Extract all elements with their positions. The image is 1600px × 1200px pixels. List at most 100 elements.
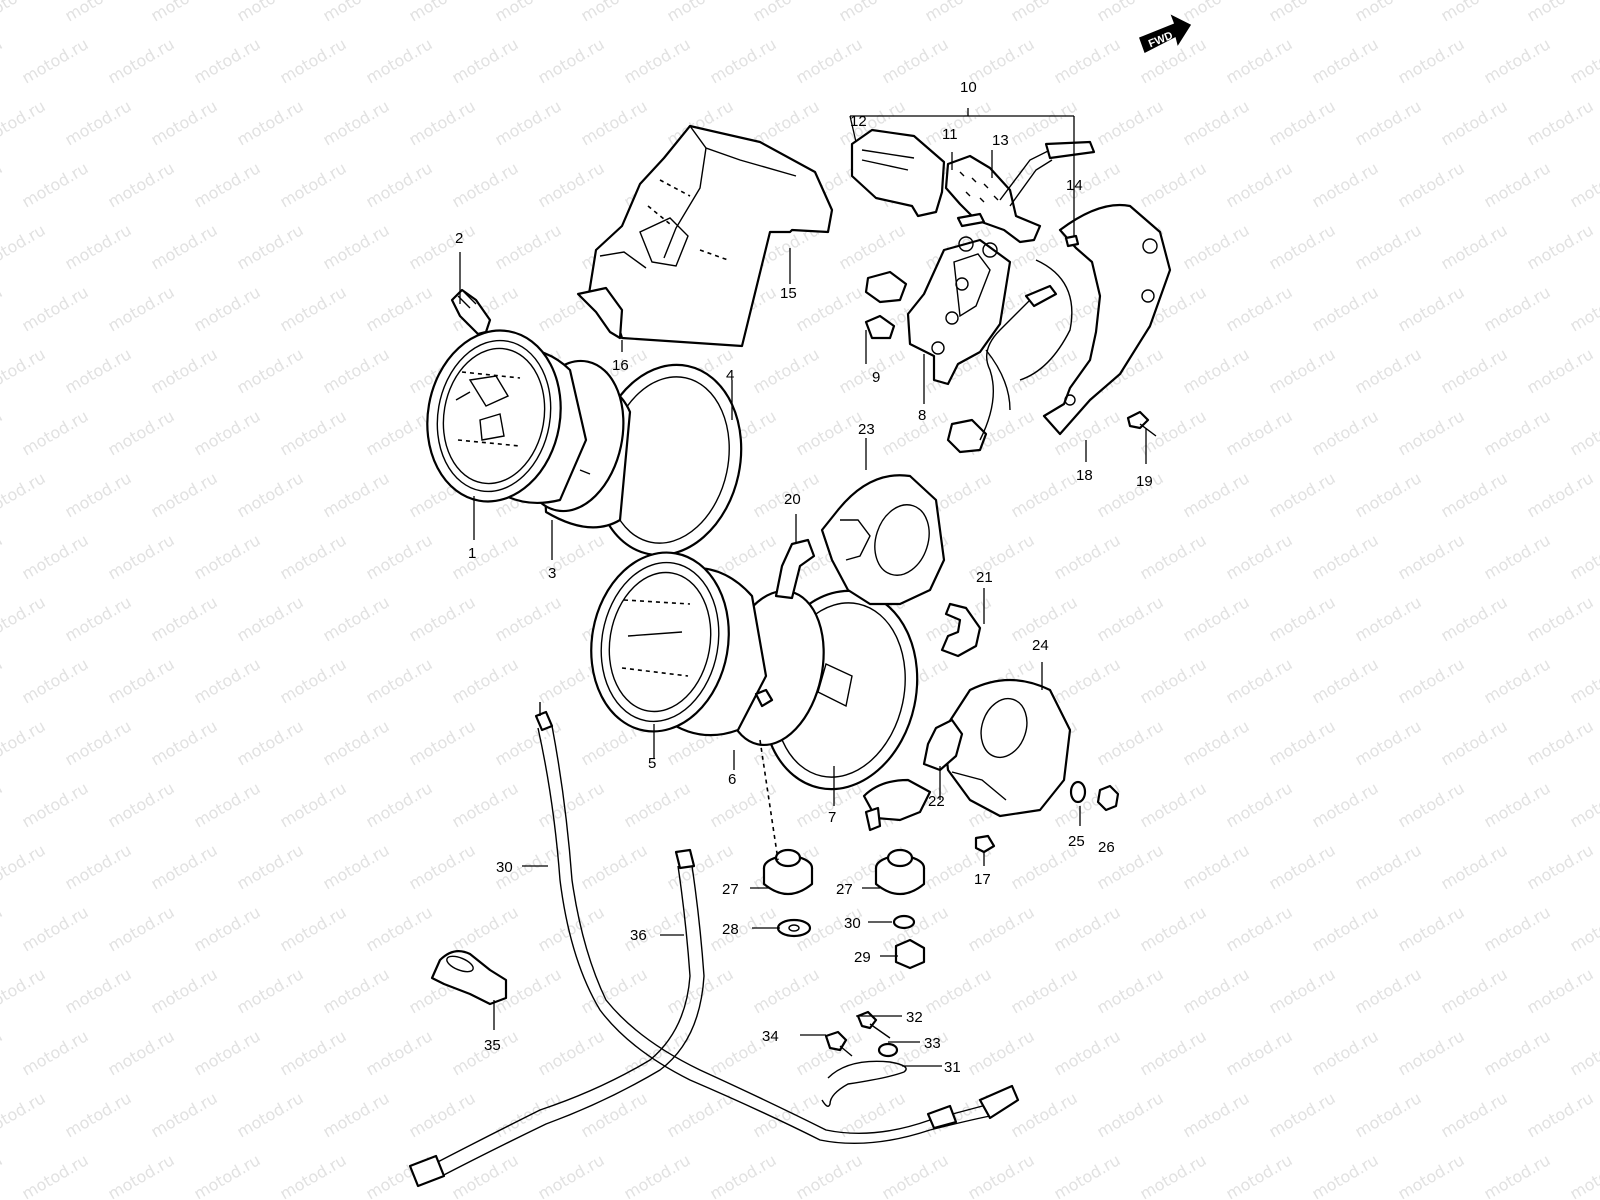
watermark-text: motod.ru [1395, 778, 1468, 831]
watermark-text: motod.ru [19, 530, 92, 583]
watermark-text: motod.ru [1395, 158, 1468, 211]
watermark-text: motod.ru [793, 282, 866, 335]
watermark-text: motod.ru [406, 1088, 479, 1141]
watermark-text: motod.ru [1567, 530, 1600, 583]
watermark-text: motod.ru [449, 654, 522, 707]
watermark-text: motod.ru [1567, 1026, 1600, 1079]
watermark-text: motod.ru [1266, 840, 1339, 893]
watermark-text: motod.ru [363, 406, 436, 459]
watermark-text: motod.ru [1223, 158, 1296, 211]
watermark-text: motod.ru [1395, 1150, 1468, 1200]
watermark-text: motod.ru [1567, 902, 1600, 955]
watermark-text: motod.ru [62, 964, 135, 1017]
watermark-text: motod.ru [0, 406, 6, 459]
watermark-text: motod.ru [1008, 468, 1081, 521]
watermark-text: motod.ru [1395, 282, 1468, 335]
watermark-text: motod.ru [1137, 158, 1210, 211]
watermark-text: motod.ru [1223, 406, 1296, 459]
watermark-text: motod.ru [277, 282, 350, 335]
callout-27a: 27 [722, 881, 739, 898]
watermark-text: motod.ru [19, 654, 92, 707]
watermark-text: motod.ru [1567, 406, 1600, 459]
watermark-text: motod.ru [0, 1026, 6, 1079]
watermark-text: motod.ru [1352, 1088, 1425, 1141]
watermark-text: motod.ru [1567, 778, 1600, 831]
watermark-text: motod.ru [363, 1026, 436, 1079]
watermark-text: motod.ru [1223, 778, 1296, 831]
watermark-text: motod.ru [0, 1088, 49, 1141]
watermark-text: motod.ru [363, 34, 436, 87]
watermark-text: motod.ru [492, 96, 565, 149]
watermark-text: motod.ru [1137, 530, 1210, 583]
watermark-text: motod.ru [1567, 282, 1600, 335]
callout-3: 3 [548, 565, 556, 582]
tachometer-assembly [426, 329, 743, 557]
watermark-text: motod.ru [1481, 778, 1554, 831]
watermark-text: motod.ru [1180, 964, 1253, 1017]
watermark-text: motod.ru [1051, 1026, 1124, 1079]
watermark-text: motod.ru [492, 592, 565, 645]
watermark-text: motod.ru [320, 716, 393, 769]
watermark-text: motod.ru [1481, 1150, 1554, 1200]
watermark-text: motod.ru [750, 0, 823, 25]
watermark-text: motod.ru [1395, 530, 1468, 583]
watermark-text: motod.ru [621, 34, 694, 87]
watermark-text: motod.ru [1008, 96, 1081, 149]
watermark-text: motod.ru [793, 1150, 866, 1200]
watermark-text: motod.ru [1180, 840, 1253, 893]
callout-19: 19 [1136, 473, 1153, 490]
watermark-text: motod.ru [965, 1150, 1038, 1200]
watermark-text: motod.ru [578, 1088, 651, 1141]
watermark-text: motod.ru [1438, 96, 1511, 149]
callout-20: 20 [784, 491, 801, 508]
watermark-text: motod.ru [1266, 592, 1339, 645]
watermark-text: motod.ru [664, 0, 737, 25]
watermark-text: motod.ru [535, 1150, 608, 1200]
watermark-text: motod.ru [406, 716, 479, 769]
watermark-text: motod.ru [1223, 530, 1296, 583]
callout-12: 12 [850, 113, 867, 130]
watermark-text: motod.ru [1352, 468, 1425, 521]
callout-labels: 10 12 11 13 14 2 15 16 9 4 8 23 18 19 20… [455, 79, 1153, 1076]
watermark-text: motod.ru [1223, 902, 1296, 955]
watermark-text: motod.ru [62, 840, 135, 893]
watermark-text: motod.ru [0, 778, 6, 831]
watermark-text: motod.ru [793, 34, 866, 87]
watermark-text: motod.ru [148, 716, 221, 769]
watermark-text: motod.ru [1481, 654, 1554, 707]
watermark-text: motod.ru [0, 716, 49, 769]
watermark-text: motod.ru [148, 468, 221, 521]
watermark-text: motod.ru [1395, 654, 1468, 707]
watermark-text: motod.ru [363, 902, 436, 955]
watermark-text: motod.ru [1266, 468, 1339, 521]
watermark-text: motod.ru [234, 964, 307, 1017]
watermark-text: motod.ru [1352, 0, 1425, 25]
watermark-text: motod.ru [879, 34, 952, 87]
watermark-text: motod.ru [1524, 716, 1597, 769]
watermark-text: motod.ru [1524, 592, 1597, 645]
watermark-text: motod.ru [62, 716, 135, 769]
watermark-text: motod.ru [148, 344, 221, 397]
watermark-text: motod.ru [449, 1150, 522, 1200]
watermark-text: motod.ru [1223, 1026, 1296, 1079]
watermark-text: motod.ru [1008, 964, 1081, 1017]
bulb-socket [450, 288, 492, 336]
watermark-text: motod.ru [535, 778, 608, 831]
watermark-text: motod.ru [191, 530, 264, 583]
watermark-text: motod.ru [0, 592, 49, 645]
callout-33: 32 [906, 1009, 923, 1026]
watermark-text: motod.ru [234, 96, 307, 149]
watermark-text: motod.ru [1567, 654, 1600, 707]
watermark-text: motod.ru [19, 282, 92, 335]
watermark-text: motod.ru [148, 964, 221, 1017]
watermark-text: motod.ru [793, 406, 866, 459]
watermark-text: motod.ru [406, 220, 479, 273]
watermark-text: motod.ru [19, 406, 92, 459]
callout-35: 35 [484, 1037, 501, 1054]
watermark-text: motod.ru [1481, 282, 1554, 335]
watermark-text: motod.ru [836, 220, 909, 273]
watermark-text: motod.ru [1524, 96, 1597, 149]
watermark-text: motod.ru [234, 1088, 307, 1141]
watermark-text: motod.ru [879, 406, 952, 459]
watermark-text: motod.ru [191, 282, 264, 335]
